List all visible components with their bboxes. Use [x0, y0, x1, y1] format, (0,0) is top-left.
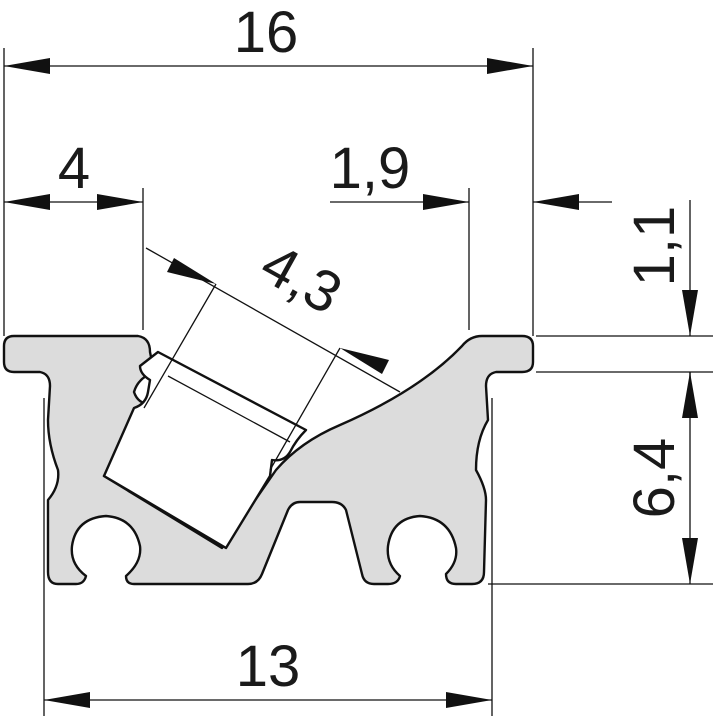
dim-label-1-9: 1,9	[330, 136, 411, 201]
dim-label-16: 16	[234, 0, 299, 65]
arrow-1-1-down	[682, 290, 698, 336]
arrow-1-9-right	[533, 194, 579, 210]
arrow-4-3-left	[167, 258, 216, 284]
insert-inner-edge	[167, 375, 291, 443]
dim-label-1-1: 1,1	[622, 206, 687, 287]
ext-4-3-a	[143, 283, 217, 409]
arrow-4-right	[97, 194, 143, 210]
arrow-4-3-right	[340, 348, 389, 374]
dim-label-4: 4	[58, 136, 90, 201]
led-insert	[102, 350, 308, 550]
arrow-16-right	[487, 58, 533, 74]
dim-label-6-4: 6,4	[622, 438, 687, 519]
ext-4-3-b	[269, 347, 341, 471]
dim-label-13: 13	[236, 634, 301, 699]
arrow-16-left	[4, 58, 50, 74]
arrow-13-right	[446, 692, 492, 708]
aluminium-profile	[2, 334, 535, 586]
arrow-1-9-left	[423, 194, 469, 210]
dim-label-4-3: 4,3	[250, 231, 352, 327]
arrow-6-4-down	[682, 538, 698, 584]
arrow-4-left	[4, 194, 50, 210]
arrow-13-left	[44, 692, 90, 708]
